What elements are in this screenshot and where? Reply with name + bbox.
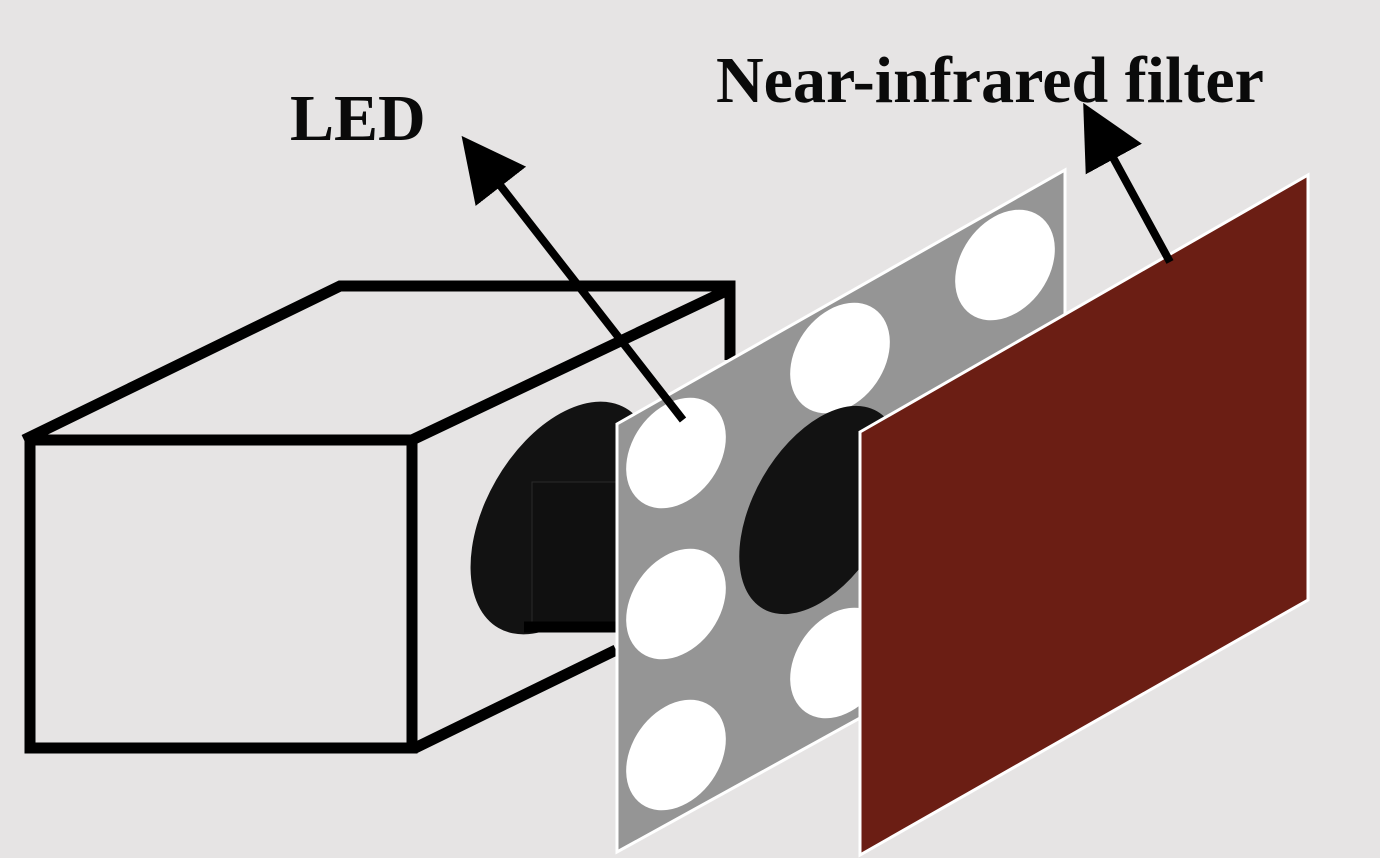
led-light xyxy=(790,302,890,414)
camera-top-right-edge xyxy=(409,285,731,445)
led-panel xyxy=(615,167,1067,855)
filter-label: Near-infrared filter xyxy=(716,44,1264,117)
led-arrow xyxy=(461,135,687,423)
led-label: LED xyxy=(290,82,426,155)
led-light xyxy=(626,699,726,811)
led-light xyxy=(955,209,1055,321)
camera-front-face xyxy=(24,434,418,754)
camera-top-back-edge xyxy=(21,280,736,445)
camera-side-bottom-edge xyxy=(412,645,619,753)
filter-arrow xyxy=(1083,102,1174,264)
led-light xyxy=(626,548,726,660)
camera-body xyxy=(21,280,736,754)
led-light xyxy=(626,397,726,509)
near-infrared-filter xyxy=(858,172,1310,858)
lens-sensor xyxy=(531,481,623,633)
camera-lens xyxy=(470,401,654,635)
